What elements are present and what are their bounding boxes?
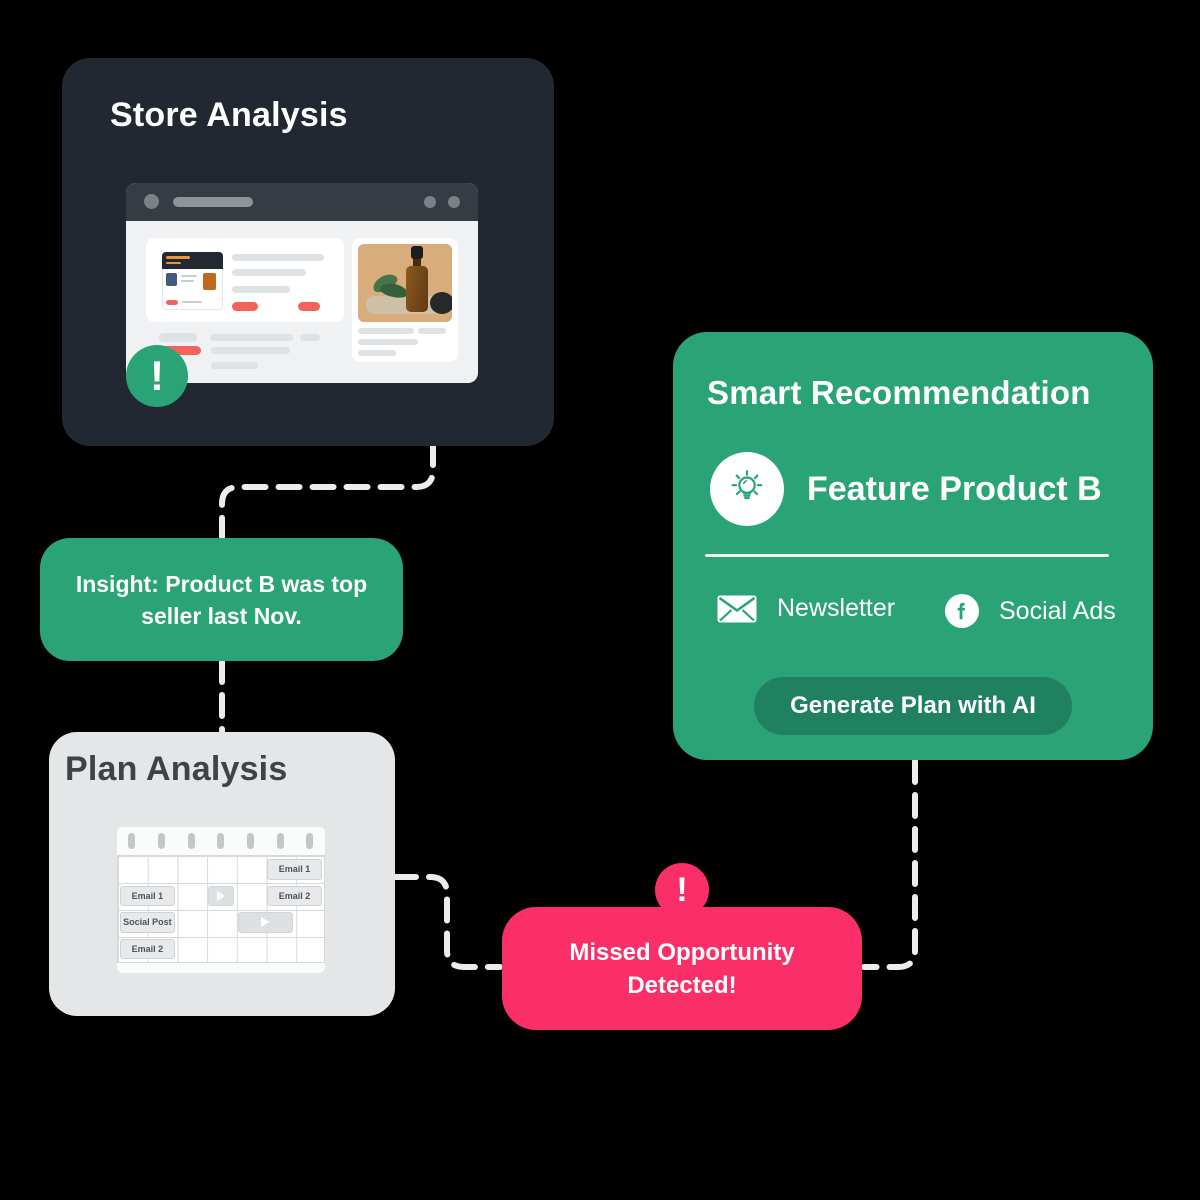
product-card <box>352 238 458 362</box>
generate-plan-button[interactable]: Generate Plan with AI <box>754 677 1072 735</box>
store-analysis-title: Store Analysis <box>110 96 348 134</box>
smart-recommendation-title: Smart Recommendation <box>707 374 1091 411</box>
envelope-icon <box>717 595 757 622</box>
channel-label: Social Ads <box>999 596 1116 625</box>
product-photo <box>358 244 452 322</box>
facebook-icon <box>945 594 979 628</box>
missed-opportunity-box: ! Missed Opportunity Detected! <box>502 863 862 1030</box>
browser-menu-dot <box>144 194 159 209</box>
calendar-chip: Email 1 <box>267 859 322 880</box>
connector-plan-to-missed <box>392 874 503 970</box>
calendar-chip: Email 2 <box>120 938 175 959</box>
channel-social-ads: Social Ads <box>945 594 1116 628</box>
lightbulb-icon <box>710 452 784 526</box>
channel-label: Newsletter <box>777 594 896 622</box>
calendar-grid: Email 1 Email 1 Email 2 Social Post Emai… <box>117 855 325 963</box>
browser-control-dot <box>448 196 460 208</box>
browser-address-bar <box>173 197 253 207</box>
thumbnail-header <box>162 252 223 269</box>
calendar-chip: Email 2 <box>267 885 322 906</box>
channel-newsletter: Newsletter <box>717 594 895 623</box>
calendar-chip: Email 1 <box>120 885 175 906</box>
plan-calendar: Email 1 Email 1 Email 2 Social Post Emai… <box>117 827 325 973</box>
smart-recommendation-card: Smart Recommendation Feature Product B N… <box>673 332 1153 760</box>
binder-ring <box>158 833 166 849</box>
calendar-footer <box>117 963 325 973</box>
binder-ring <box>128 833 136 849</box>
insight-box: Insight: Product B was top seller last N… <box>40 538 403 661</box>
binder-ring <box>187 833 195 849</box>
binder-ring <box>306 833 314 849</box>
binder-ring <box>247 833 255 849</box>
insight-text: Insight: Product B was top seller last N… <box>75 570 368 629</box>
play-icon <box>216 890 225 901</box>
calendar-binder-rings <box>117 827 325 855</box>
divider <box>705 554 1109 557</box>
store-analysis-card: Store Analysis <box>62 58 554 446</box>
browser-control-dot <box>424 196 436 208</box>
binder-ring <box>276 833 284 849</box>
play-icon <box>261 917 270 928</box>
connector-smart-to-missed <box>861 758 918 970</box>
warning-icon: ! <box>655 863 709 917</box>
feature-product-label: Feature Product B <box>807 469 1102 508</box>
store-alert-icon: ! <box>126 345 188 407</box>
calendar-video-chip <box>208 885 234 906</box>
browser-header <box>126 183 478 221</box>
calendar-chip: Social Post <box>120 912 175 933</box>
store-listing-panel <box>146 238 344 322</box>
connector-store-to-insight <box>219 441 436 540</box>
binder-ring <box>217 833 225 849</box>
plan-analysis-title: Plan Analysis <box>65 750 288 788</box>
missed-opportunity-text: Missed Opportunity Detected! <box>569 938 795 999</box>
store-browser-mockup <box>126 183 478 383</box>
calendar-video-chip <box>237 912 293 933</box>
plan-analysis-card: Plan Analysis Email 1 Email 1 Email 2 So… <box>49 732 395 1016</box>
storefront-thumbnail <box>162 252 223 310</box>
